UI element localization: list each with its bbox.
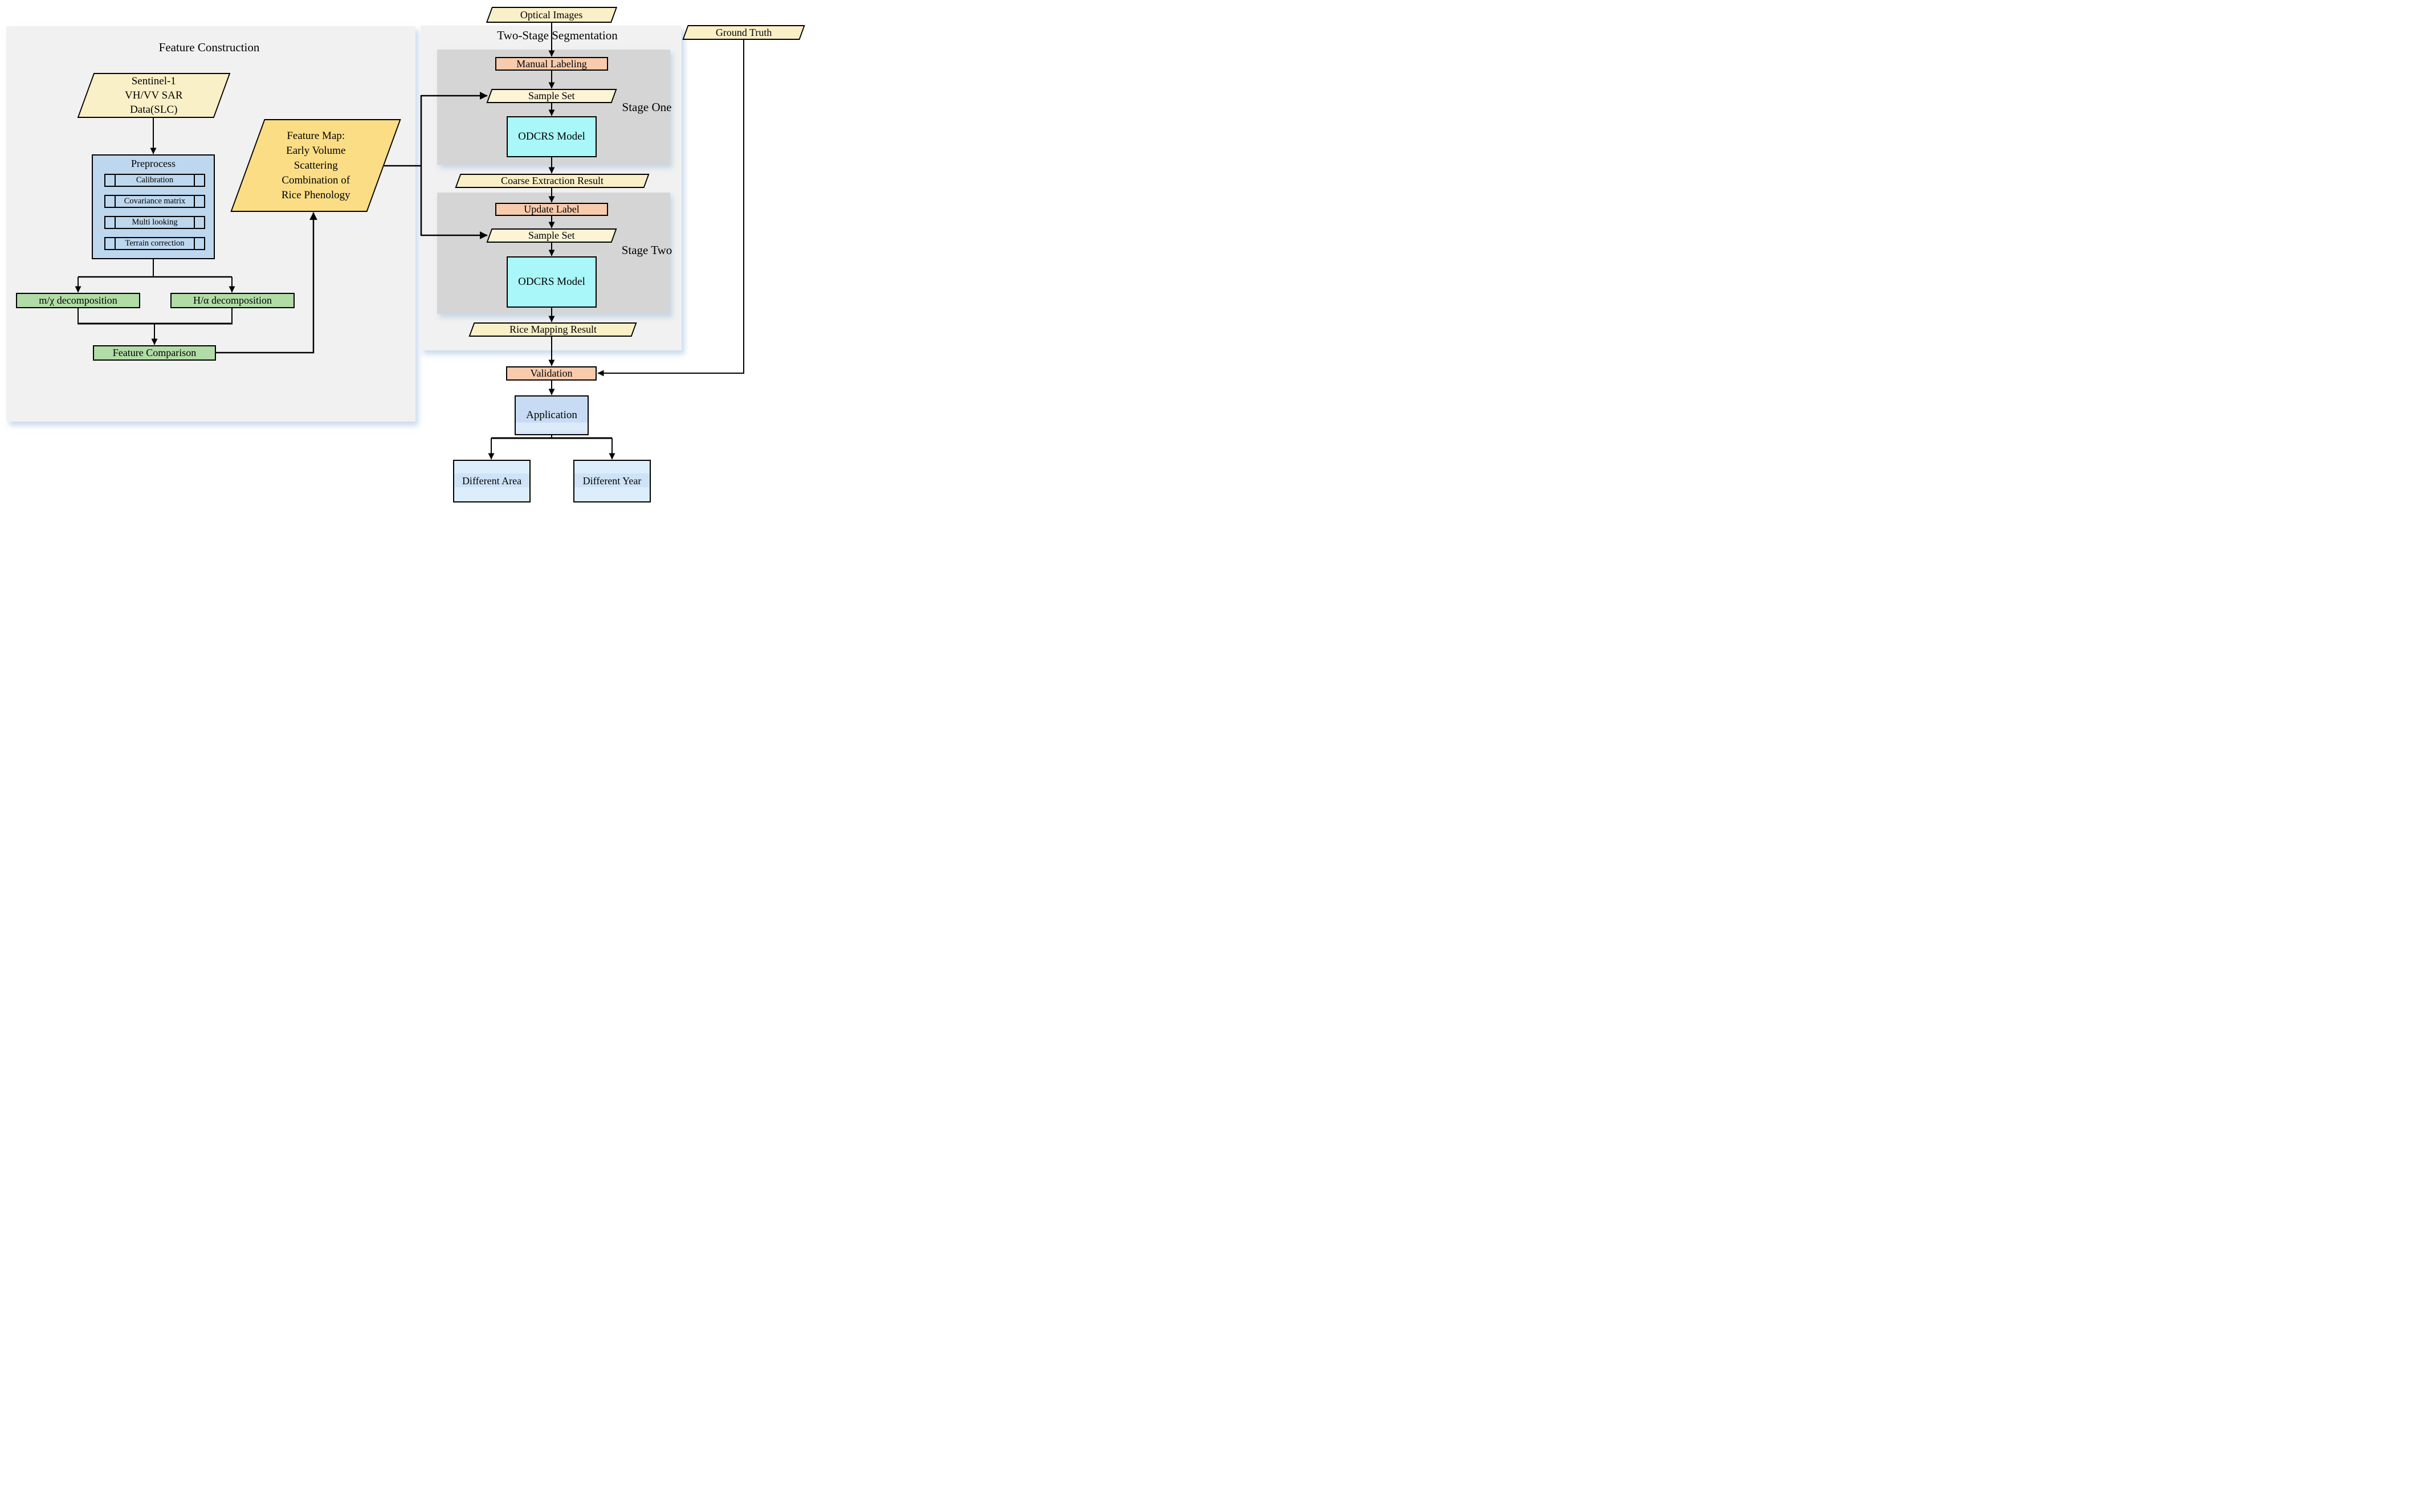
connector-layer: [75, 23, 744, 460]
step-terrain-correction: Terrain correction: [104, 237, 205, 250]
validation-box: Validation: [506, 366, 597, 381]
stage-two-label: Stage Two: [621, 243, 672, 257]
edge-comparison-to-feature-map: [216, 212, 317, 354]
flowchart-canvas: Feature Construction Sentinel-1 VH/VV SA…: [0, 0, 810, 504]
coarse-extraction-result-label: Coarse Extraction Result: [501, 175, 604, 187]
m-chi-decomposition-box: m/χ decomposition: [16, 293, 140, 308]
rice-mapping-result-label: Rice Mapping Result: [509, 324, 597, 336]
sample-set-1-label: Sample Set: [528, 90, 575, 102]
feature-map-label: Feature Map: Early Volume Scattering Com…: [281, 129, 350, 201]
update-label-box: Update Label: [495, 203, 608, 216]
odcrs-model-2-box: ODCRS Model: [507, 256, 597, 308]
different-year-box: Different Year: [573, 460, 651, 502]
different-area-box: Different Area: [453, 460, 531, 502]
sentinel-input-parallelogram: Sentinel-1 VH/VV SAR Data(SLC): [77, 73, 231, 118]
two-stage-segmentation-title: Two-Stage Segmentation: [497, 28, 618, 42]
step-calibration: Calibration: [104, 174, 205, 187]
preprocess-title: Preprocess: [131, 158, 176, 169]
odcrs-model-1-box: ODCRS Model: [507, 116, 597, 157]
manual-labeling-box: Manual Labeling: [495, 57, 608, 71]
feature-comparison-box: Feature Comparison: [93, 345, 216, 361]
sample-set-1-parallelogram: Sample Set: [486, 89, 617, 103]
preprocess-box: Preprocess Calibration Covariance matrix…: [92, 154, 215, 259]
sample-set-2-label: Sample Set: [528, 230, 575, 242]
ground-truth-parallelogram: Ground Truth: [682, 25, 805, 40]
rice-mapping-result-parallelogram: Rice Mapping Result: [468, 322, 637, 337]
edge-ground-truth-to-validation: [597, 40, 744, 377]
step-covariance-matrix: Covariance matrix: [104, 195, 205, 208]
application-box: Application: [515, 395, 589, 435]
h-alpha-decomposition-box: H/α decomposition: [170, 293, 295, 308]
ground-truth-label: Ground Truth: [715, 26, 772, 38]
optical-images-label: Optical Images: [520, 9, 583, 21]
step-multi-looking: Multi looking: [104, 216, 205, 229]
coarse-extraction-result-parallelogram: Coarse Extraction Result: [455, 174, 650, 188]
feature-construction-title: Feature Construction: [158, 40, 260, 54]
sample-set-2-parallelogram: Sample Set: [486, 228, 617, 243]
sentinel-input-label: Sentinel-1 VH/VV SAR Data(SLC): [125, 75, 183, 116]
stage-one-label: Stage One: [622, 100, 672, 114]
optical-images-parallelogram: Optical Images: [486, 7, 618, 23]
